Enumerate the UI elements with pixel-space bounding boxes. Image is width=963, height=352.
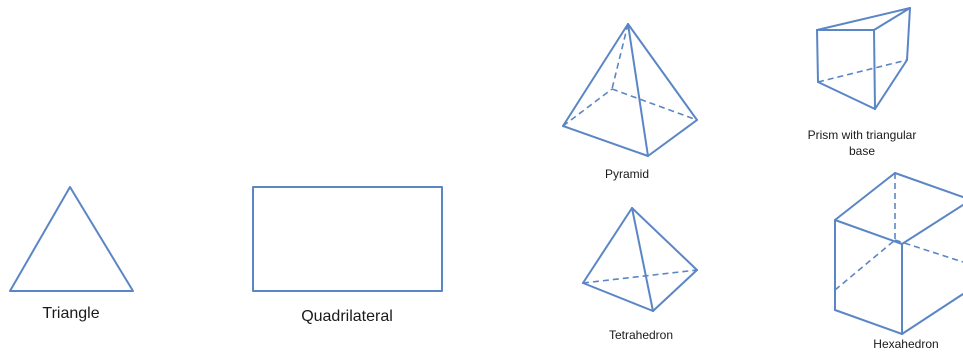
prism-edge bbox=[873, 7, 911, 31]
pyramid-edge bbox=[627, 23, 698, 121]
prism-edge bbox=[873, 29, 876, 110]
tetrahedron-edge bbox=[631, 207, 654, 312]
hexahedron-edge bbox=[901, 204, 963, 245]
tetrahedron-label: Tetrahedron bbox=[609, 328, 673, 342]
hexahedron-hidden-edge bbox=[834, 239, 896, 291]
tetrahedron-edge bbox=[582, 282, 654, 312]
prism-edge bbox=[874, 59, 908, 110]
tetrahedron-hidden-edge bbox=[582, 269, 698, 284]
pyramid-label: Pyramid bbox=[605, 167, 649, 181]
prism-edge bbox=[816, 7, 911, 31]
prism-label-line1: Prism with triangular bbox=[808, 128, 917, 142]
pyramid-hidden-edge bbox=[611, 23, 629, 90]
quadrilateral-figure bbox=[252, 186, 443, 292]
quadrilateral-outline bbox=[252, 186, 443, 292]
prism-label-line2: base bbox=[849, 144, 875, 158]
hexahedron-edge bbox=[901, 293, 963, 335]
pyramid-hidden-edge bbox=[562, 88, 613, 127]
hexahedron-hidden-edge bbox=[894, 239, 963, 263]
pyramid-figure bbox=[562, 23, 698, 157]
tetrahedron-edge bbox=[631, 207, 698, 271]
prism-edge bbox=[906, 7, 911, 61]
quadrilateral-label: Quadrilateral bbox=[301, 308, 393, 325]
hexahedron-edge bbox=[894, 172, 963, 198]
prism-edge bbox=[817, 81, 876, 110]
hexahedron-edge bbox=[834, 172, 896, 221]
tetrahedron-figure bbox=[582, 207, 698, 312]
hexahedron-figure bbox=[834, 172, 963, 335]
pyramid-hidden-edge bbox=[611, 88, 698, 121]
pyramid-edge bbox=[647, 119, 698, 157]
hexahedron-edge bbox=[834, 309, 903, 335]
triangle-label: Triangle bbox=[42, 305, 99, 322]
triangle-outline bbox=[9, 186, 134, 292]
pyramid-edge bbox=[562, 125, 649, 157]
prism-edge bbox=[816, 29, 819, 83]
pyramid-edge bbox=[562, 23, 629, 127]
pyramid-edge bbox=[627, 23, 649, 157]
hexahedron-label: Hexahedron bbox=[873, 337, 938, 351]
prism-figure bbox=[816, 7, 911, 110]
tetrahedron-edge bbox=[582, 207, 633, 284]
prism-hidden-edge bbox=[817, 59, 908, 83]
triangle-figure bbox=[9, 186, 134, 292]
hexahedron-edge bbox=[834, 219, 903, 245]
tetrahedron-edge bbox=[652, 269, 698, 312]
